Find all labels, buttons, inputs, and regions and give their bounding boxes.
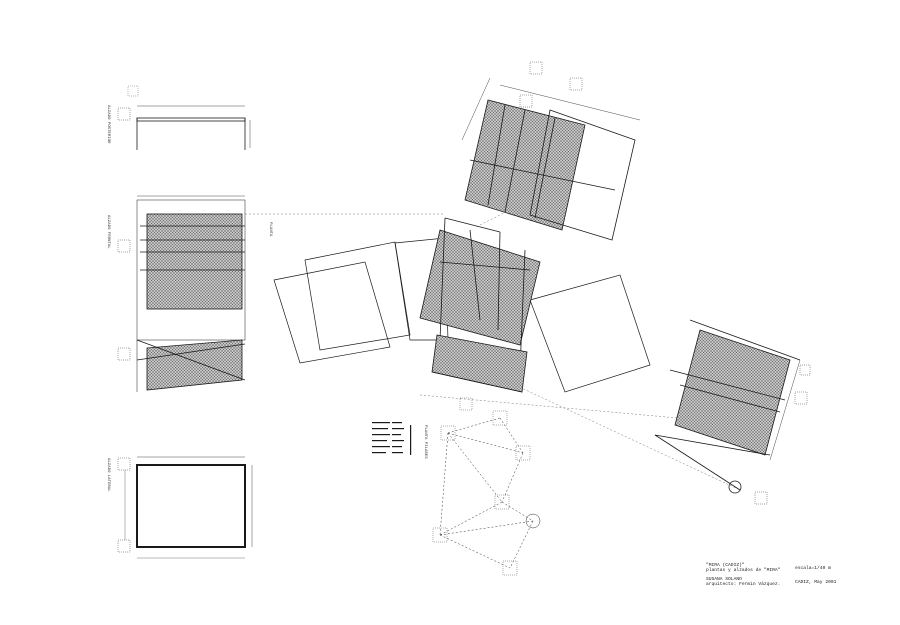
view-labels: PLANTA ALZADO FRONTAL ALZADO LATERAL ALZ…	[106, 105, 427, 492]
title-block: "MIRA (CADIZ)" plantas y alzados de "MIR…	[706, 562, 837, 587]
elevation-bottom	[117, 456, 253, 559]
elevation-top	[117, 85, 251, 150]
label-planta-pilares: PLANTA PILARES	[423, 425, 427, 459]
title-author: SUSANA SOLANO	[706, 576, 742, 582]
title-subtitle: plantas y alzados de "MIRA"	[706, 567, 781, 573]
legend-notes	[372, 422, 412, 455]
label-alzado-frontal: ALZADO FRONTAL	[106, 215, 110, 249]
title-project: "MIRA (CADIZ)"	[706, 562, 745, 568]
label-alzado-posterior: ALZADO POSTERIOR	[106, 105, 110, 144]
title-scale: escala=1/40 m	[795, 565, 831, 571]
pillar-plan	[432, 397, 541, 576]
elevation-top-right	[461, 61, 641, 241]
central-hatched-panel	[419, 217, 541, 393]
label-alzado-lateral: ALZADO LATERAL	[106, 458, 110, 492]
elevation-hatched	[117, 195, 246, 392]
label-planta: PLANTA	[268, 222, 272, 237]
elevation-right	[654, 319, 811, 505]
projection-lines	[245, 199, 741, 491]
title-architect: arquitecto: Fermin Vázquez.	[706, 581, 780, 587]
title-place-date: CADIZ, May 2001	[795, 579, 837, 585]
